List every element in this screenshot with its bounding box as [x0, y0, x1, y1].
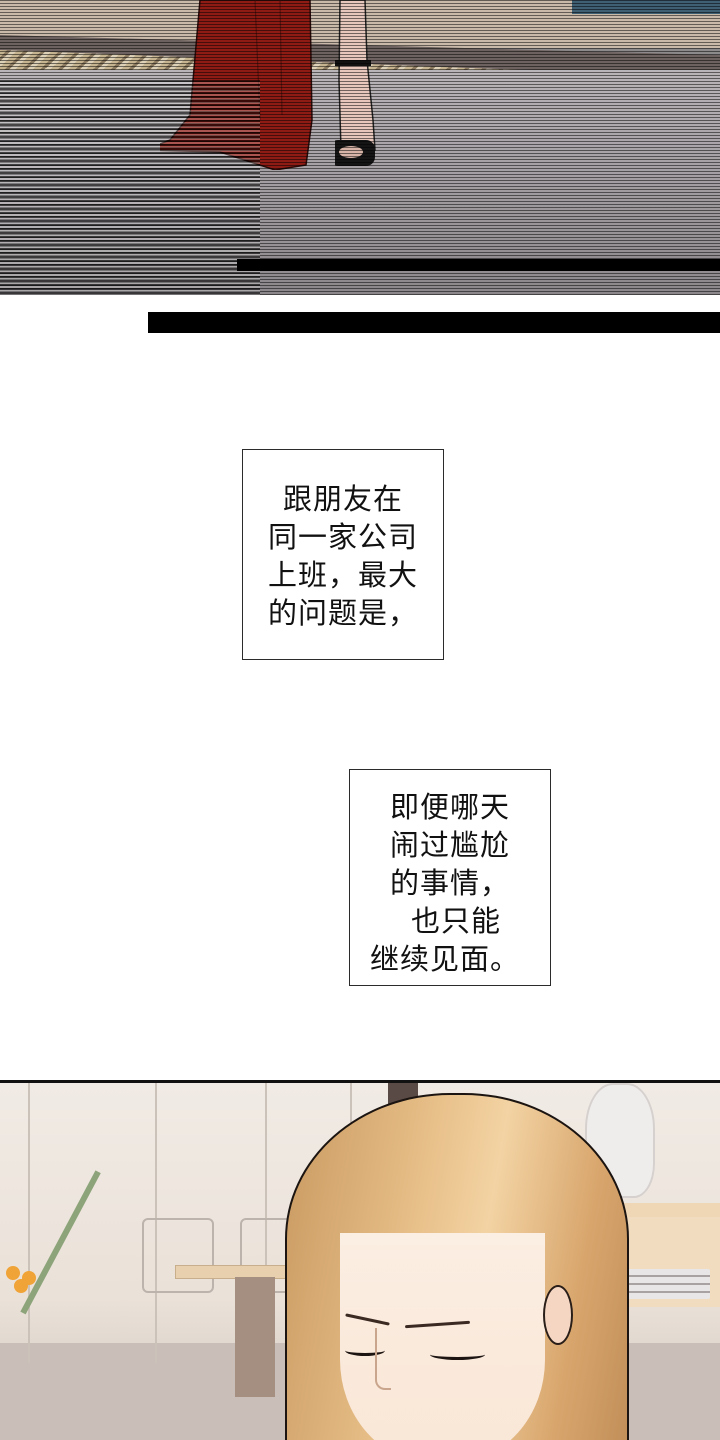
narration-line: 上班，最大 — [267, 558, 418, 592]
comic-panel-dress-heels — [0, 0, 720, 295]
orange-fruit — [14, 1279, 28, 1293]
woman-ear — [543, 1285, 573, 1345]
closed-eye-right — [430, 1349, 485, 1360]
narration-line: 也只能 — [411, 904, 502, 938]
narration-line: 跟朋友在 — [282, 482, 403, 516]
comic-panel-office-woman — [0, 1080, 720, 1440]
woman-nose — [375, 1328, 391, 1390]
window-mullion — [265, 1083, 267, 1363]
office-chair — [142, 1218, 214, 1293]
window-mullion — [155, 1083, 157, 1363]
black-transition-bar — [148, 312, 720, 333]
stacked-books — [622, 1269, 710, 1299]
narration-line: 闹过尴尬 — [390, 828, 511, 862]
narration-line: 的问题是， — [267, 596, 418, 630]
woman-face — [340, 1233, 545, 1440]
scanline-screen-tone-heavy — [0, 80, 260, 295]
closed-eye-left — [345, 1345, 385, 1356]
black-speed-bar — [237, 259, 720, 271]
desk-panel — [235, 1277, 275, 1397]
narration-line: 同一家公司 — [267, 520, 418, 554]
narration-line: 继续见面。 — [370, 942, 521, 976]
narration-box-2: 即便哪天 闹过尴尬 的事情， 也只能 继续见面。 — [349, 769, 551, 986]
orange-fruit — [6, 1266, 20, 1280]
narration-line: 的事情， — [390, 866, 511, 900]
narration-box-1: 跟朋友在 同一家公司 上班，最大 的问题是， — [242, 449, 444, 660]
narration-line: 即便哪天 — [390, 790, 511, 824]
window-mullion — [28, 1083, 30, 1363]
